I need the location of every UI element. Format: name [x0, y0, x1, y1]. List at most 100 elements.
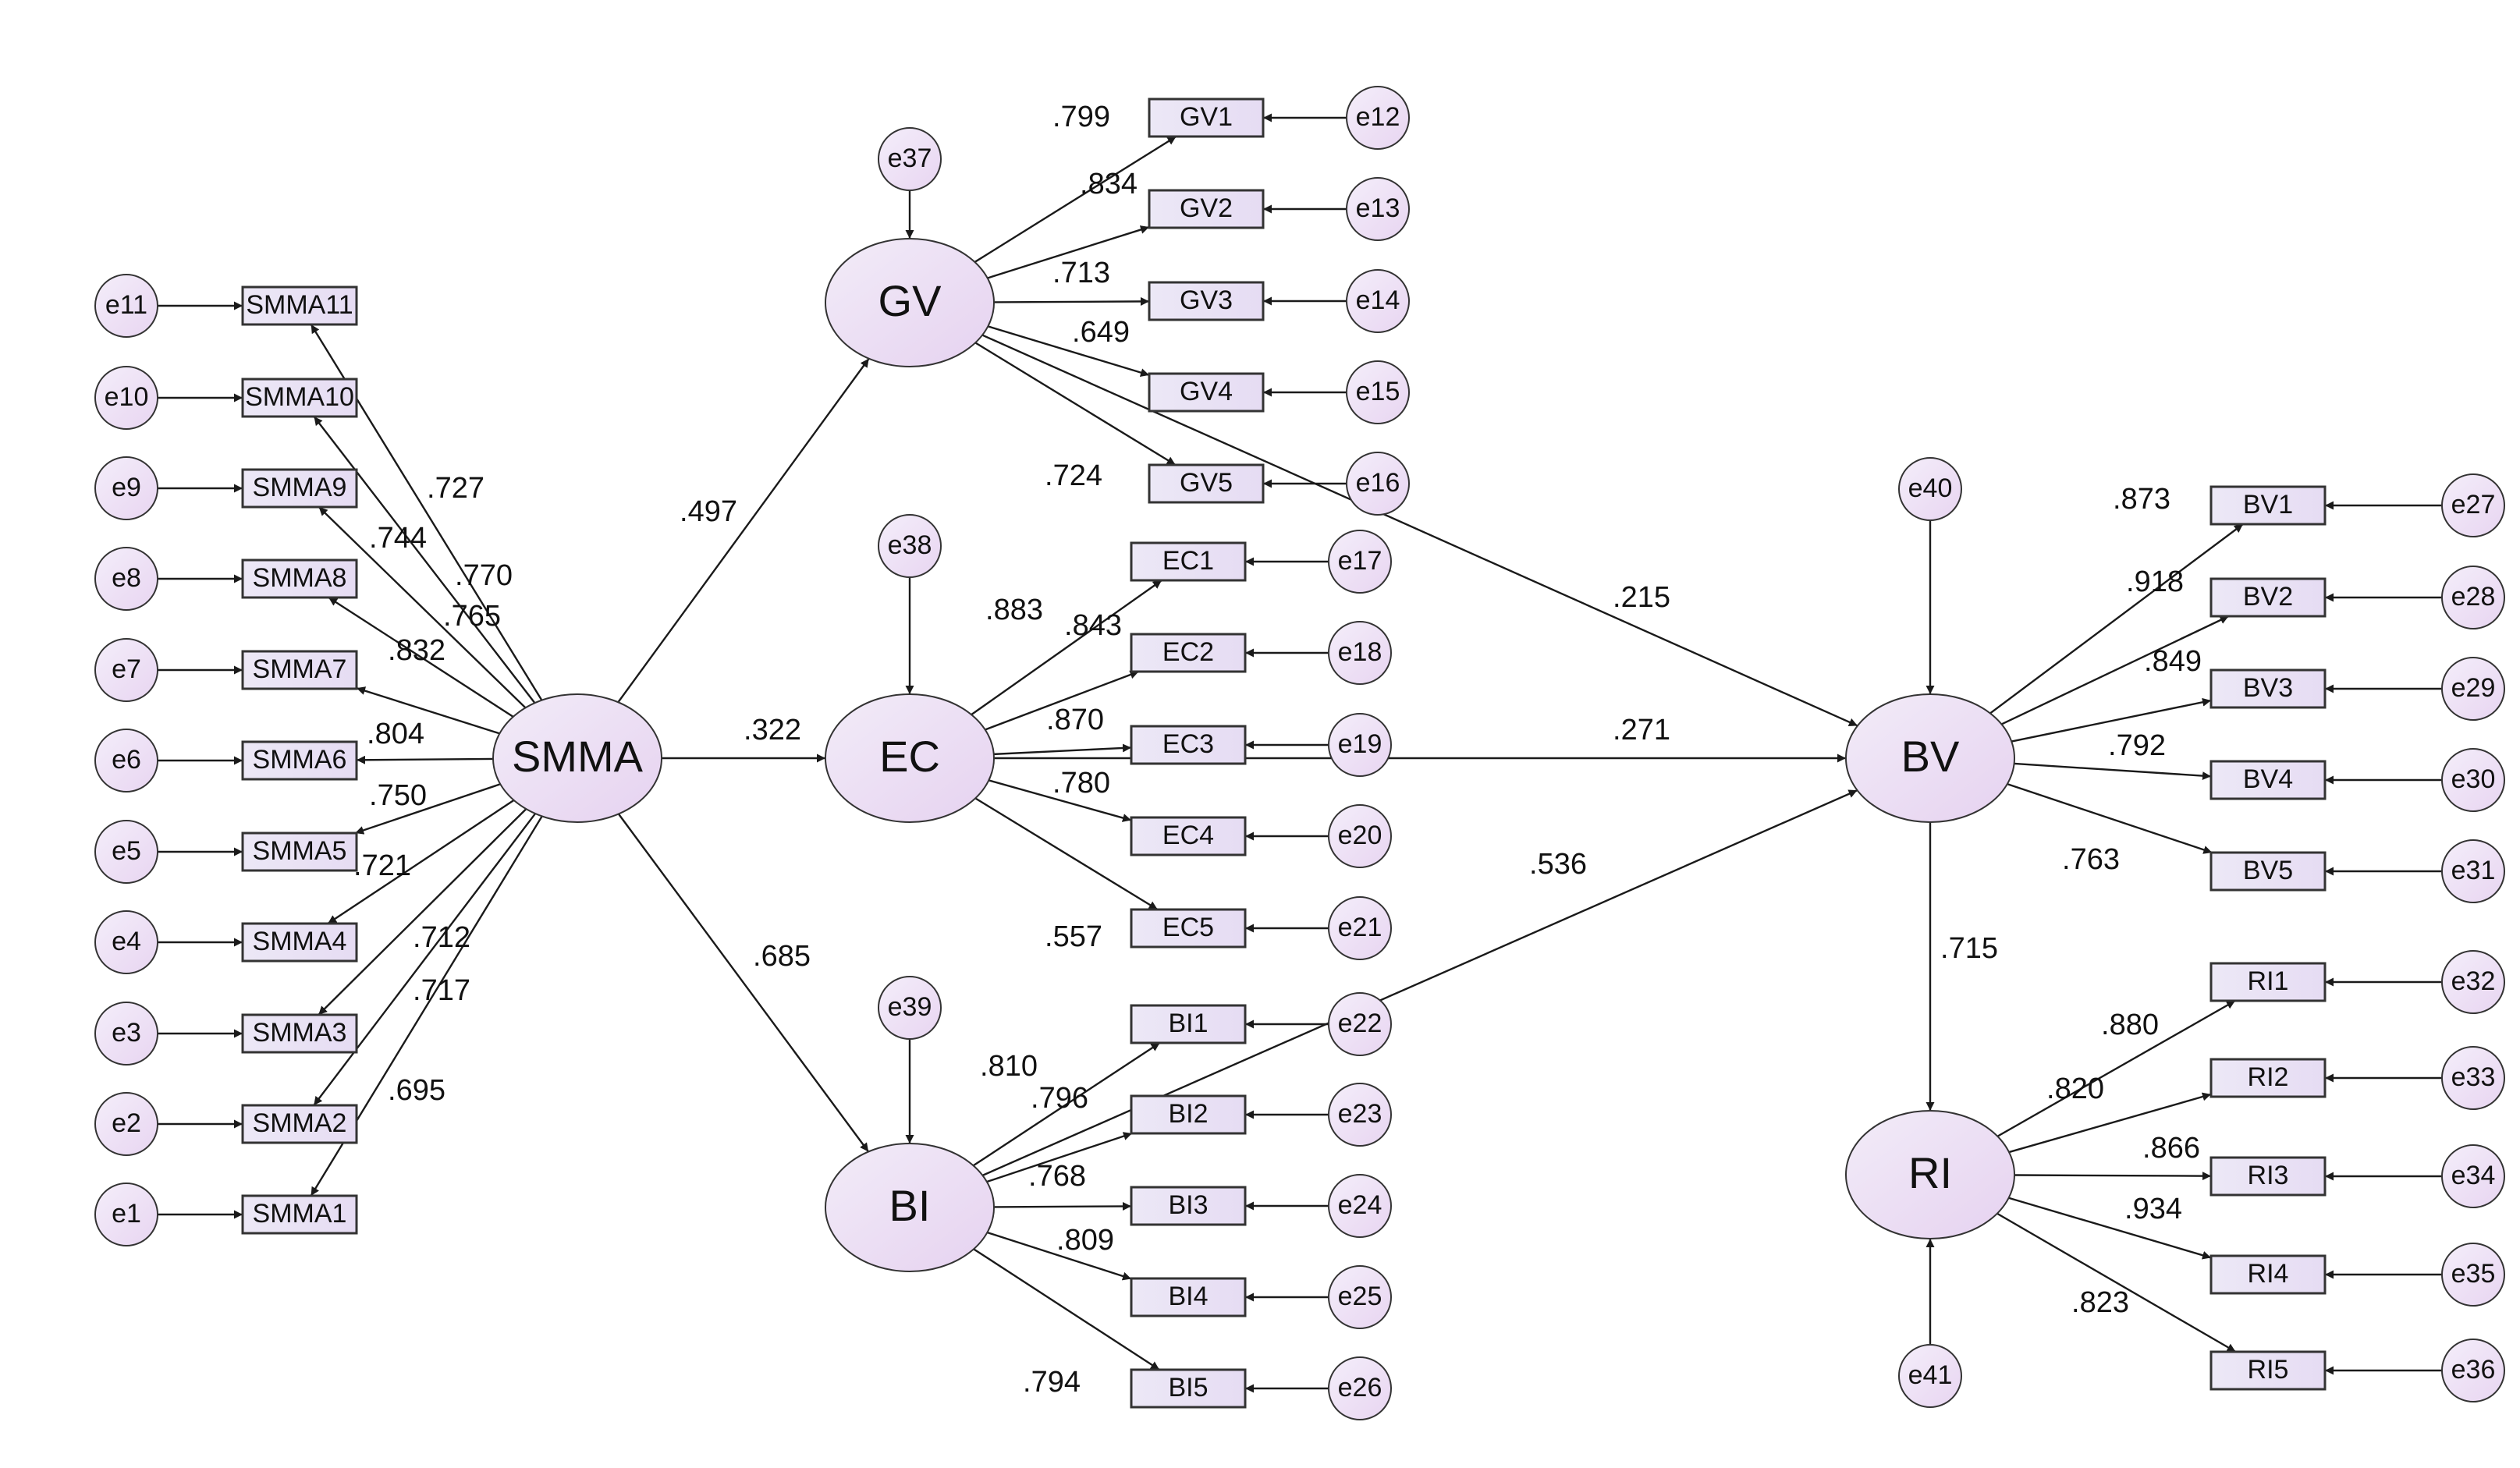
indicator-box-bi4[interactable] [1130, 1277, 1247, 1317]
indicator-box-bi5[interactable] [1130, 1368, 1247, 1409]
indicator-box-ec3[interactable] [1130, 725, 1247, 765]
indicator-box-smma1[interactable] [241, 1194, 358, 1235]
error-node-e19[interactable] [1328, 713, 1392, 777]
error-node-e33[interactable] [2441, 1046, 2505, 1110]
indicator-box-gv4[interactable] [1148, 372, 1265, 413]
error-node-e10[interactable] [94, 366, 158, 430]
latent-node-ri[interactable] [1845, 1110, 2015, 1239]
latent-node-ec[interactable] [825, 693, 995, 823]
error-node-e27[interactable] [2441, 473, 2505, 537]
error-node-e32[interactable] [2441, 950, 2505, 1014]
indicator-box-gv2[interactable] [1148, 189, 1265, 229]
error-node-e4[interactable] [94, 910, 158, 974]
error-node-e26[interactable] [1328, 1356, 1392, 1420]
error-node-e29[interactable] [2441, 657, 2505, 721]
indicator-box-bv4[interactable] [2209, 760, 2327, 800]
error-node-e7[interactable] [94, 638, 158, 702]
error-node-e14[interactable] [1346, 269, 1410, 333]
loading-label-ec4: .780 [1052, 767, 1110, 800]
indicator-label-ec2: EC2 [1162, 637, 1214, 667]
indicator-box-bi2[interactable] [1130, 1094, 1247, 1135]
error-node-e8[interactable] [94, 547, 158, 611]
indicator-label-bv4: BV4 [2243, 764, 2293, 794]
indicator-label-smma8: SMMA8 [253, 563, 347, 593]
error-node-e1[interactable] [94, 1183, 158, 1246]
error-node-e23[interactable] [1328, 1083, 1392, 1147]
error-node-e17[interactable] [1328, 530, 1392, 594]
latent-label-ec: EC [879, 732, 940, 781]
indicator-box-ri5[interactable] [2209, 1350, 2327, 1391]
error-node-e22[interactable] [1328, 992, 1392, 1056]
indicator-box-smma8[interactable] [241, 558, 358, 599]
indicator-box-gv3[interactable] [1148, 281, 1265, 321]
indicator-box-bv5[interactable] [2209, 851, 2327, 892]
loading-label-smma3: .712 [413, 921, 470, 954]
indicator-box-smma6[interactable] [241, 740, 358, 781]
error-node-e12[interactable] [1346, 86, 1410, 150]
error-node-e6[interactable] [94, 729, 158, 793]
indicator-box-ri1[interactable] [2209, 962, 2327, 1002]
indicator-box-smma11[interactable] [241, 285, 358, 326]
loading-label-bv1: .873 [2113, 483, 2170, 516]
loading-arrow-gv3 [993, 296, 1150, 306]
error-label-e10: e10 [105, 382, 149, 412]
indicator-box-smma2[interactable] [241, 1104, 358, 1144]
loading-label-ri5: .823 [2071, 1286, 2129, 1319]
indicator-box-smma10[interactable] [241, 378, 358, 418]
error-node-e34[interactable] [2441, 1144, 2505, 1208]
error-node-e3[interactable] [94, 1002, 158, 1066]
error-label-e32: e32 [2451, 966, 2496, 996]
indicator-box-bv2[interactable] [2209, 577, 2327, 618]
disturbance-node-e38[interactable] [878, 514, 942, 578]
error-node-e13[interactable] [1346, 177, 1410, 241]
disturbance-node-e37[interactable] [878, 127, 942, 191]
indicator-box-bi1[interactable] [1130, 1004, 1247, 1044]
indicator-box-smma5[interactable] [241, 832, 358, 872]
error-node-e25[interactable] [1328, 1265, 1392, 1329]
indicator-box-smma7[interactable] [241, 650, 358, 690]
disturbance-node-e39[interactable] [878, 976, 942, 1040]
indicator-box-bi3[interactable] [1130, 1186, 1247, 1226]
indicator-box-ri2[interactable] [2209, 1058, 2327, 1098]
error-label-e20: e20 [1338, 821, 1382, 850]
error-node-e5[interactable] [94, 820, 158, 884]
error-node-e21[interactable] [1328, 896, 1392, 960]
indicator-box-bv1[interactable] [2209, 485, 2327, 526]
indicator-box-ri4[interactable] [2209, 1254, 2327, 1295]
indicator-box-gv1[interactable] [1148, 98, 1265, 138]
error-node-e18[interactable] [1328, 621, 1392, 685]
latent-node-smma[interactable] [492, 693, 662, 823]
indicator-box-ec1[interactable] [1130, 541, 1247, 582]
indicator-label-ri3: RI3 [2248, 1161, 2289, 1190]
indicator-box-smma9[interactable] [241, 468, 358, 509]
indicator-box-smma3[interactable] [241, 1013, 358, 1054]
latent-node-bi[interactable] [825, 1143, 995, 1272]
latent-node-bv[interactable] [1845, 693, 2015, 823]
indicator-box-ec4[interactable] [1130, 816, 1247, 856]
error-node-e2[interactable] [94, 1092, 158, 1156]
error-node-e24[interactable] [1328, 1174, 1392, 1238]
indicator-box-gv5[interactable] [1148, 463, 1265, 504]
indicator-label-smma3: SMMA3 [253, 1018, 347, 1048]
indicator-box-ec5[interactable] [1130, 908, 1247, 949]
error-node-e30[interactable] [2441, 748, 2505, 812]
indicator-box-ri3[interactable] [2209, 1156, 2327, 1197]
error-node-e20[interactable] [1328, 804, 1392, 868]
error-node-e36[interactable] [2441, 1339, 2505, 1402]
latent-node-gv[interactable] [825, 238, 995, 367]
indicator-box-bv3[interactable] [2209, 668, 2327, 709]
error-label-e4: e4 [112, 927, 141, 956]
error-node-e11[interactable] [94, 274, 158, 338]
error-node-e35[interactable] [2441, 1243, 2505, 1307]
error-node-e16[interactable] [1346, 452, 1410, 516]
indicator-box-smma4[interactable] [241, 922, 358, 963]
disturbance-node-e40[interactable] [1898, 457, 1962, 521]
error-node-e15[interactable] [1346, 360, 1410, 424]
indicator-box-ec2[interactable] [1130, 633, 1247, 673]
disturbance-node-e41[interactable] [1898, 1344, 1962, 1408]
loading-arrow-smma6 [356, 755, 494, 764]
error-node-e28[interactable] [2441, 566, 2505, 629]
loading-label-ri4: .934 [2124, 1193, 2182, 1225]
error-node-e9[interactable] [94, 456, 158, 520]
error-node-e31[interactable] [2441, 839, 2505, 903]
